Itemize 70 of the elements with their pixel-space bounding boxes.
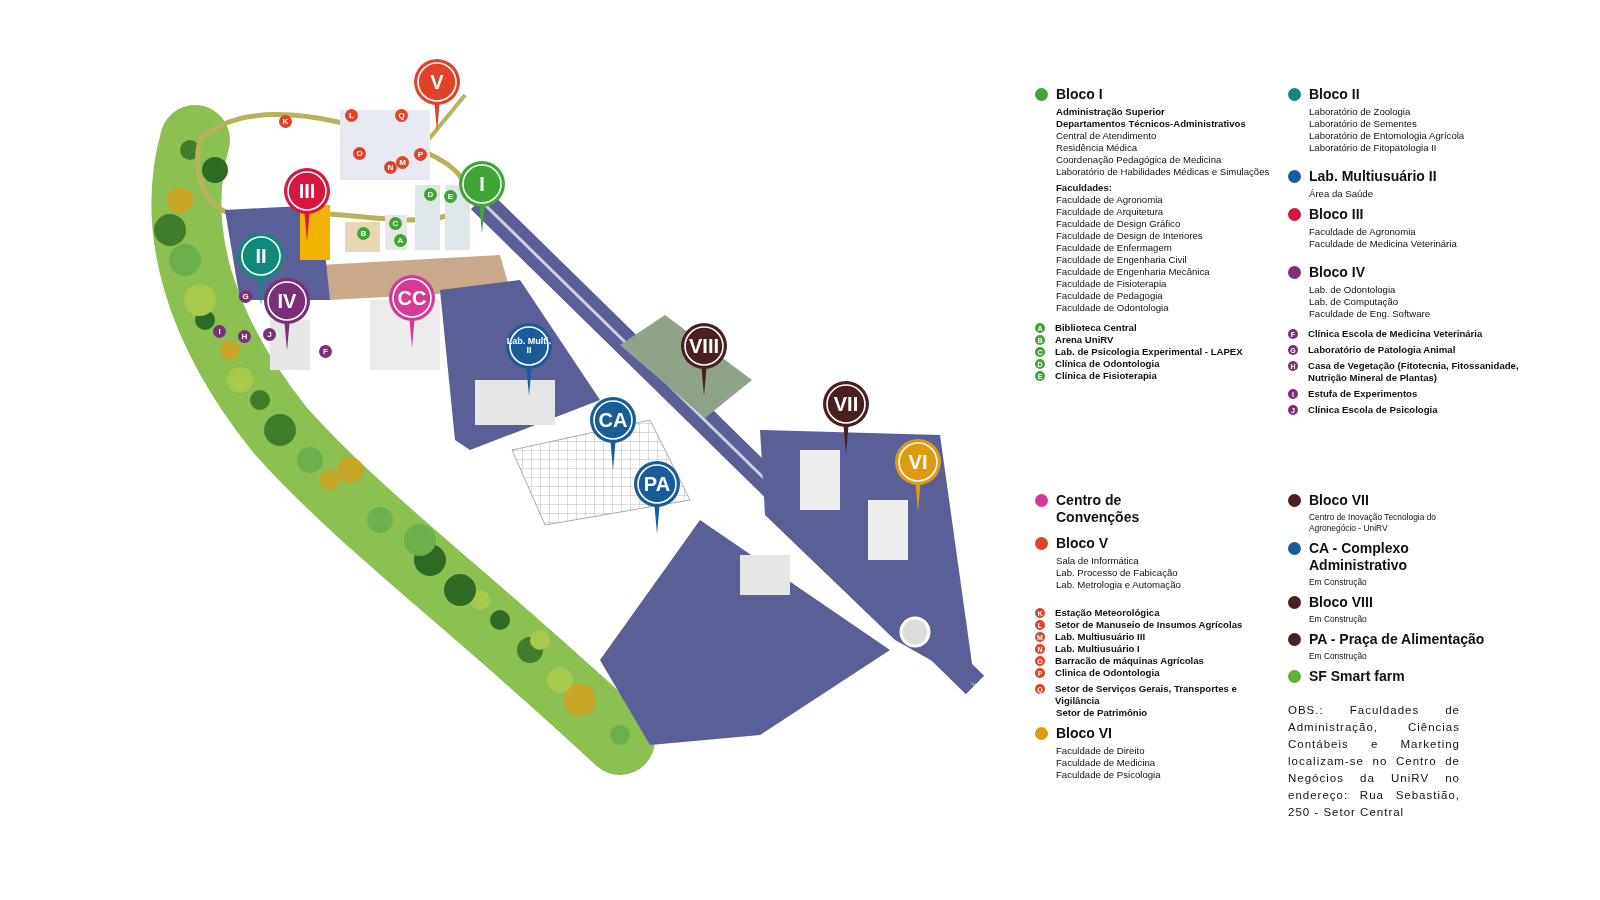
legend-item: Estufa de Experimentos xyxy=(1308,388,1418,400)
legend-item: Lab. de Computação xyxy=(1309,296,1400,308)
legend-heading: Bloco VIII xyxy=(1309,594,1373,611)
legend-item: Faculdade de Pedagogia xyxy=(1056,290,1164,302)
legend-item: Faculdade de Odontologia xyxy=(1056,302,1170,314)
legend-item: Biblioteca Central xyxy=(1055,322,1137,334)
legend-item: Setor de Serviços Gerais, Transportes e Vigilância xyxy=(1055,683,1238,707)
legend-item: Clínica Escola de Psicologia xyxy=(1308,404,1438,416)
legend-item: Faculdade de Design Gráfico xyxy=(1056,218,1182,230)
legend-item: Setor de Manuseio de Insumos Agrícolas xyxy=(1055,619,1243,631)
legend-heading: Bloco VII xyxy=(1309,492,1369,509)
legend-item: Centro de Inovação Tecnologia do Agronegócio - UniRV xyxy=(1309,512,1437,534)
legend-heading: Lab. Multiusuário II xyxy=(1309,168,1437,185)
legend-heading: PA - Praça de Alimentação xyxy=(1309,631,1485,648)
legend-heading: Bloco V xyxy=(1056,535,1109,552)
legend-item: Sala de Informática xyxy=(1056,555,1140,567)
legend-item: Clínica de Odontologia xyxy=(1055,358,1160,370)
legend-item: Faculdade de Agronomia xyxy=(1056,194,1164,206)
legend-heading: Bloco VI xyxy=(1056,725,1112,742)
legend-item: Lab. de Odontologia xyxy=(1309,284,1397,296)
legend-item: Em Construção xyxy=(1309,651,1368,662)
legend-heading: Bloco IV xyxy=(1309,264,1365,281)
legend-item: Faculdade de Psicologia xyxy=(1056,769,1162,781)
legend-item: Faculdade de Direito xyxy=(1056,745,1146,757)
legend-item: Laboratório de Entomologia Agrícola xyxy=(1309,130,1466,142)
legend-heading: Bloco III xyxy=(1309,206,1364,223)
legend-item: Clinica de Odontologia xyxy=(1055,667,1160,679)
legend-item: Coordenação Pedagógica de Medicina xyxy=(1056,154,1223,166)
legend-item: Faculdade de Medicina Veterinária xyxy=(1309,238,1458,250)
legend-item: Estação Meteorológica xyxy=(1055,607,1160,619)
legend-item: Lab. Processo de Fabicação xyxy=(1056,567,1179,579)
note: OBS.: Faculdades de Administração, Ciências Contábeis e Marketing localizam-se no Centro de Negócios da UniRV no endereço: Rua Sebastião, 250 - Setor Central xyxy=(1288,703,1460,820)
legend-item: Lab. Metrologia e Automação xyxy=(1056,579,1182,591)
legend-item: Faculdade de Eng. Software xyxy=(1309,308,1432,320)
legend-item: Área da Saúde xyxy=(1309,188,1374,200)
legend-heading: SF Smart farm xyxy=(1309,668,1405,685)
legend-item: Setor de Patrimônio xyxy=(1056,707,1149,719)
legend-item: Laboratório de Sementes xyxy=(1309,118,1418,130)
legend-item: Faculdade de Agronomia xyxy=(1309,226,1417,238)
legend-heading: Bloco I xyxy=(1056,86,1103,103)
legend-item: Faculdade de Medicina xyxy=(1056,757,1157,769)
legend-heading: CA - Complexo Administrativo xyxy=(1309,540,1410,574)
legend-item: Faculdade de Fisioterapia xyxy=(1056,278,1168,290)
legend-item: Laboratório de Zoologia xyxy=(1309,106,1412,118)
legend-item: Lab. de Psicologia Experimental - LAPEX xyxy=(1055,346,1243,358)
legend-item: Clínica Escola de Medicina Veterinária xyxy=(1308,328,1483,340)
map-marker: F xyxy=(319,345,332,358)
legend-item: Em Construção xyxy=(1309,614,1368,625)
legend-heading: Centro de Convenções xyxy=(1056,492,1141,526)
legend-item: Lab. Multiusuário III xyxy=(1055,631,1146,643)
legend-item: Faculdade de Design de Interiores xyxy=(1056,230,1204,242)
legend-item: Faculdades: xyxy=(1056,182,1113,194)
legend-item: Laboratório de Fitopatologia II xyxy=(1309,142,1438,154)
legend-item: Casa de Vegetação (Fitotecnia, Fitossanidade, Nutrição Mineral de Plantas) xyxy=(1308,360,1520,384)
legend-item: Barracão de máquinas Agrícolas xyxy=(1055,655,1204,667)
legend-item: Laboratório de Habilidades Médicas e Simulações xyxy=(1056,166,1271,178)
legend-heading: Bloco II xyxy=(1309,86,1360,103)
legend-item: Faculdade de Engenharia Civil xyxy=(1056,254,1188,266)
legend-item: Clínica de Fisioterapia xyxy=(1055,370,1157,382)
legend-item: Administração Superior xyxy=(1056,106,1166,118)
legend-item: Faculdade de Enfermagem xyxy=(1056,242,1173,254)
legend-item: Em Construção xyxy=(1309,577,1368,588)
legend-item: Laboratório de Patologia Animal xyxy=(1308,344,1456,356)
legend-item: Lab. Multiusuário I xyxy=(1055,643,1140,655)
legend-item: Departamentos Técnicos-Administrativos xyxy=(1056,118,1247,130)
legend-item: Arena UniRV xyxy=(1055,334,1114,346)
legend-item: Central de Atendimento xyxy=(1056,130,1158,142)
legend-item: Faculdade de Engenharia Mecânica xyxy=(1056,266,1211,278)
legend-item: Residência Médica xyxy=(1056,142,1139,154)
legend-item: Faculdade de Arquitetura xyxy=(1056,206,1165,218)
